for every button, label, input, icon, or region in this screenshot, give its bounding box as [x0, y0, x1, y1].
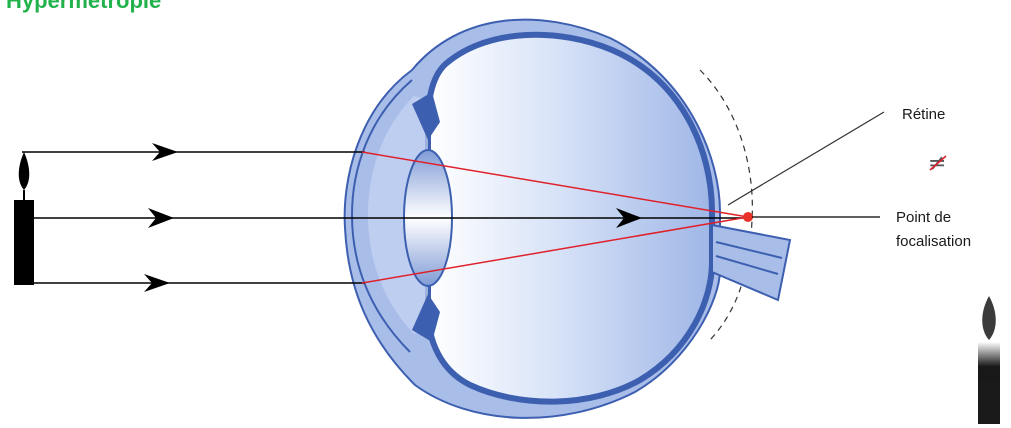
retina-label: Rétine: [902, 106, 945, 123]
focal-point-label-line2: focalisation: [896, 233, 971, 250]
focal-point: [743, 212, 753, 222]
retina-leader: [728, 112, 884, 205]
optic-nerve: [712, 225, 790, 300]
candle-image: [978, 296, 1000, 424]
focal-point-label-line1: Point de: [896, 209, 951, 226]
